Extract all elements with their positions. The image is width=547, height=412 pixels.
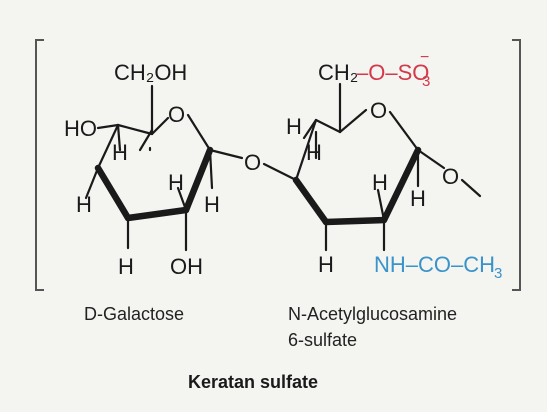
right-bracket xyxy=(512,39,521,291)
ring-bond-front xyxy=(182,146,214,214)
hydrogen-atom: H xyxy=(306,140,322,165)
glcnac-label: N-Acetylglucosamine xyxy=(288,304,457,324)
sulfate-ester: –O–SO xyxy=(356,60,429,85)
ring-bond-front xyxy=(380,146,422,224)
hydroxyl-ho: HO xyxy=(64,116,97,141)
hydrogen-atom: H xyxy=(76,192,92,217)
ring-bond-front xyxy=(124,206,190,222)
glycosidic-bond xyxy=(208,148,244,160)
chain-bond xyxy=(460,178,482,198)
ring-bond-front xyxy=(322,216,388,226)
linkage-oxygen: O xyxy=(442,164,459,189)
galactose-label: D-Galactose xyxy=(84,304,184,324)
ring-bond xyxy=(96,123,120,170)
h-bond xyxy=(84,166,100,200)
glcnac-sulfate-label: 6-sulfate xyxy=(288,330,357,350)
ring-bond-front xyxy=(94,164,132,222)
anomeric-bond xyxy=(416,148,446,170)
ring-bond xyxy=(150,116,170,136)
sulfate-charge: − xyxy=(420,49,429,66)
hydroxyl-oh: OH xyxy=(170,254,203,279)
h-bond xyxy=(208,148,214,190)
sulfate-subscript: 3 xyxy=(422,73,430,90)
hydrogen-atom: H xyxy=(410,186,426,211)
glucosamine-ring xyxy=(292,82,482,252)
n-acetyl-group: NH–CO–CH xyxy=(374,252,495,277)
ch2-group: CH₂ xyxy=(318,60,358,85)
hydrogen-atom: H xyxy=(112,140,128,165)
ring-oxygen-right: O xyxy=(370,98,387,123)
ring-bond xyxy=(186,113,212,152)
ch2oh-group: CH₂OH xyxy=(114,60,187,85)
figure-caption: Keratan sulfate xyxy=(188,372,318,392)
ring-bond xyxy=(338,108,368,134)
hydrogen-atom: H xyxy=(318,252,334,277)
h-bond xyxy=(376,188,386,222)
h-bond xyxy=(176,186,188,212)
ring-bond-front xyxy=(292,176,330,226)
methyl-subscript: 3 xyxy=(494,265,502,282)
ring-bond xyxy=(388,110,420,152)
glycosidic-bond xyxy=(262,162,298,182)
hydrogen-atom: H xyxy=(168,170,184,195)
hydrogen-atom: H xyxy=(204,192,220,217)
hydrogen-atom: H xyxy=(286,114,302,139)
ring-bond xyxy=(294,118,318,182)
ring-oxygen-left: O xyxy=(168,102,185,127)
ring-bond xyxy=(116,123,154,136)
h-bond xyxy=(116,123,122,152)
left-bracket xyxy=(35,39,44,291)
hydrogen-atom: H xyxy=(118,254,134,279)
galactose-ring xyxy=(84,84,244,252)
ring-bond xyxy=(314,118,342,134)
ho-bond xyxy=(96,123,120,130)
hydrogen-atom: H xyxy=(372,170,388,195)
glycosidic-oxygen: O xyxy=(244,150,261,175)
h-bond xyxy=(302,118,318,140)
